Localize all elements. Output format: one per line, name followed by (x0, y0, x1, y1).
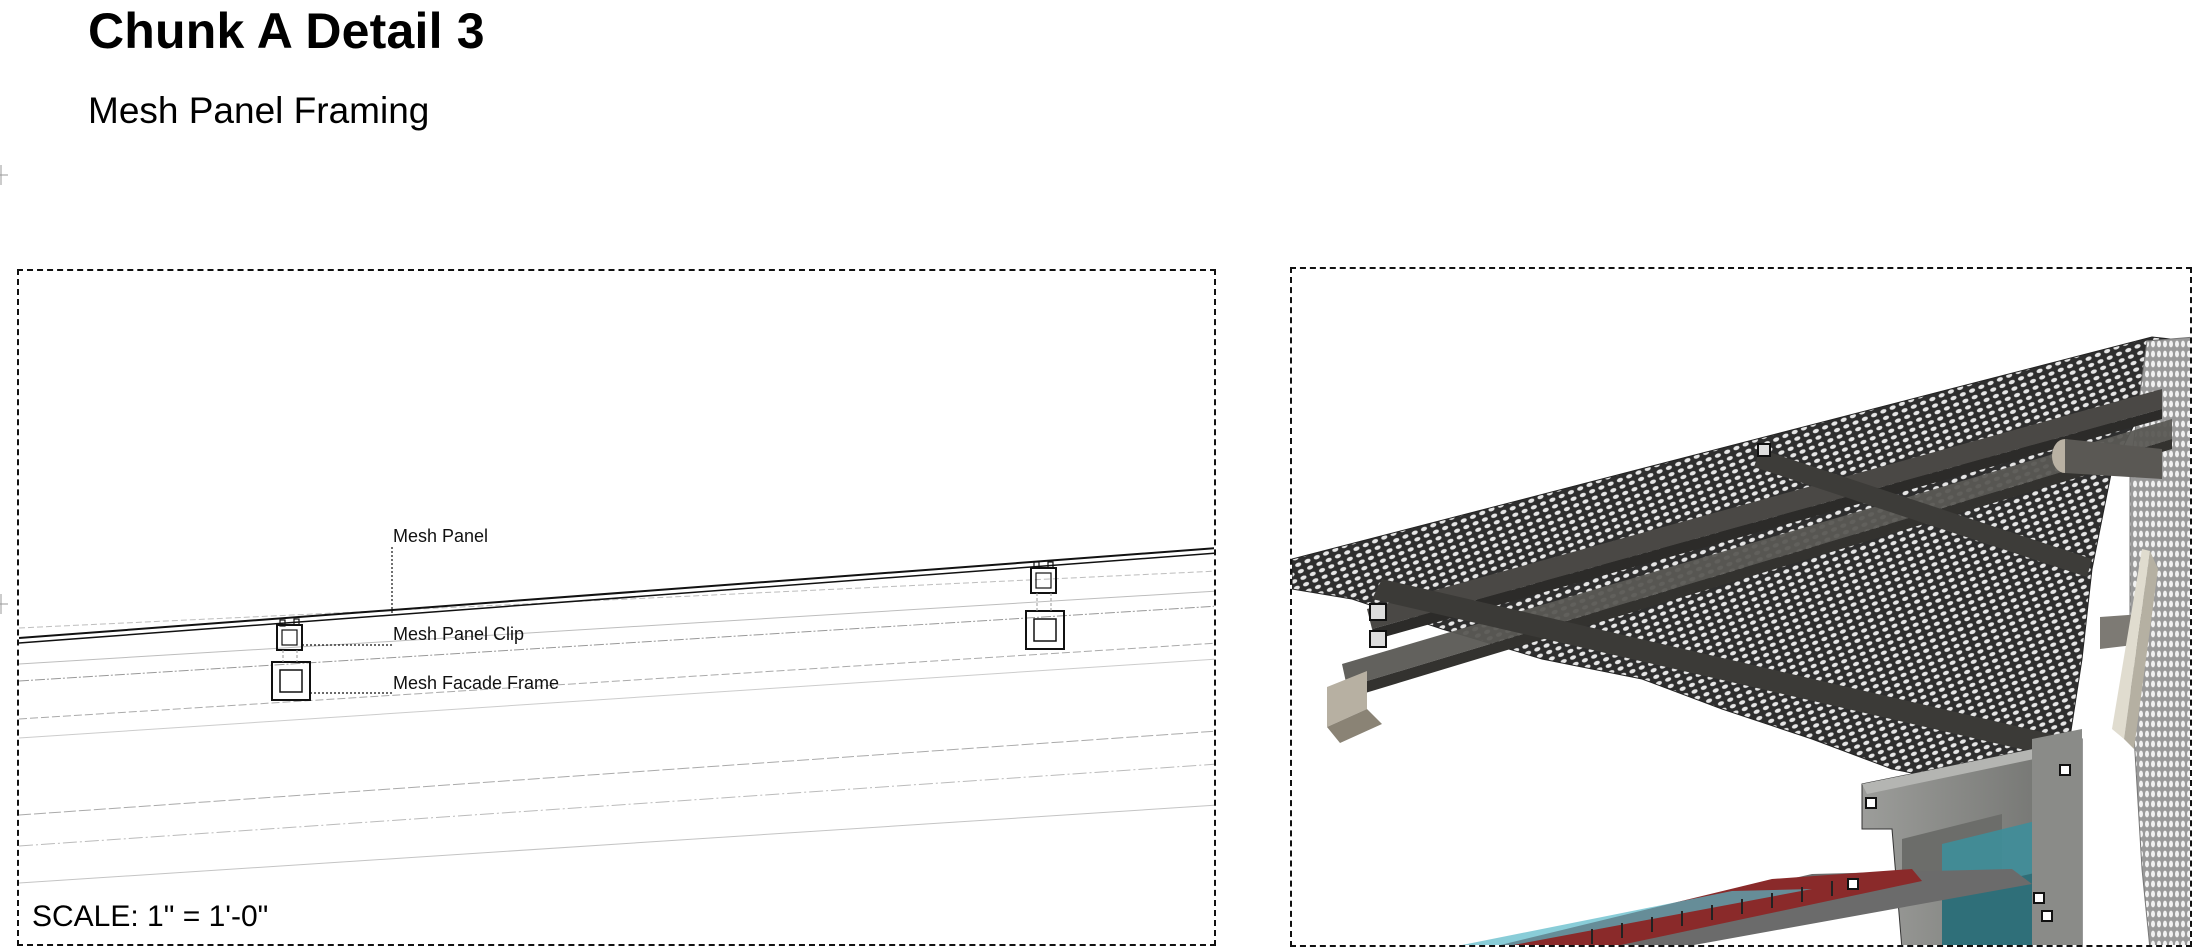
mesh-facade-frame-right (1025, 593, 1065, 650)
callout-mesh-panel-clip: Mesh Panel Clip (393, 624, 524, 644)
callout-mesh-facade-frame: Mesh Facade Frame (393, 673, 559, 693)
registration-mark-upper (0, 165, 8, 185)
mesh-panel-clip-left (276, 618, 303, 651)
scale-label: SCALE: 1" = 1'-0" (32, 900, 269, 933)
rendered-view (1292, 336, 2190, 945)
mesh-panel-line (19, 547, 1214, 644)
mesh-panel-clip-right (1030, 561, 1057, 594)
rendered-view-panel (1290, 267, 2192, 947)
section-drawing: Mesh Panel Mesh Panel Clip Mesh Facade F… (19, 526, 1214, 884)
callout-leaders (302, 546, 394, 694)
section-drawing-panel: Mesh Panel Mesh Panel Clip Mesh Facade F… (17, 269, 1216, 946)
vertical-mesh (2129, 336, 2190, 945)
page-subtitle: Mesh Panel Framing (88, 90, 430, 131)
page-title: Chunk A Detail 3 (88, 3, 485, 59)
building-section (1462, 729, 2083, 945)
mesh-facade-frame-left (271, 650, 311, 701)
callout-mesh-panel: Mesh Panel (393, 526, 488, 546)
facade-frame-beams (1327, 389, 2172, 759)
construction-lines (19, 570, 1214, 884)
registration-mark-lower (0, 594, 8, 614)
